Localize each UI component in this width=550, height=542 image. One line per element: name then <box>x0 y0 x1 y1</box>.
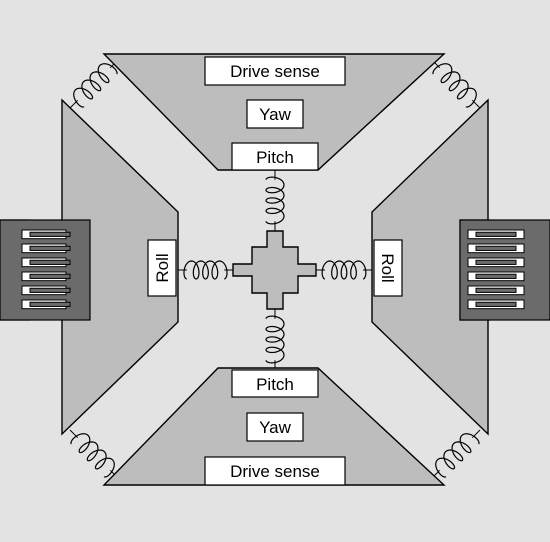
top-drive-sense-label: Drive sense <box>204 56 346 86</box>
left-proof-mass <box>61 98 179 436</box>
left-comb-drive <box>0 219 91 321</box>
top-yaw-text: Yaw <box>259 105 292 124</box>
right-roll-text: Roll <box>378 253 397 282</box>
center-anchor <box>232 230 317 310</box>
spring-corner-top-left <box>69 59 119 109</box>
bottom-yaw-label: Yaw <box>246 412 304 442</box>
bottom-yaw-text: Yaw <box>259 418 292 437</box>
left-roll-label: Roll <box>147 239 177 297</box>
top-pitch-text: Pitch <box>256 148 294 167</box>
spring-center-top <box>265 170 285 231</box>
spring-corner-bottom-left <box>69 429 119 479</box>
bottom-drive-sense-label: Drive sense <box>204 456 346 486</box>
bottom-pitch-text: Pitch <box>256 375 294 394</box>
bottom-drive-sense-text: Drive sense <box>230 462 320 481</box>
spring-center-left <box>178 260 233 280</box>
right-comb-drive <box>459 219 550 321</box>
spring-center-bottom <box>265 309 285 370</box>
top-pitch-label: Pitch <box>231 142 319 171</box>
top-drive-sense-text: Drive sense <box>230 62 320 81</box>
right-proof-mass <box>371 98 489 436</box>
spring-corner-bottom-right <box>431 429 481 479</box>
top-yaw-label: Yaw <box>246 99 304 129</box>
spring-corner-top-right <box>431 59 481 109</box>
left-roll-text: Roll <box>153 253 172 282</box>
bottom-pitch-label: Pitch <box>231 369 319 398</box>
right-roll-label: Roll <box>373 239 403 297</box>
spring-center-right <box>316 260 372 280</box>
